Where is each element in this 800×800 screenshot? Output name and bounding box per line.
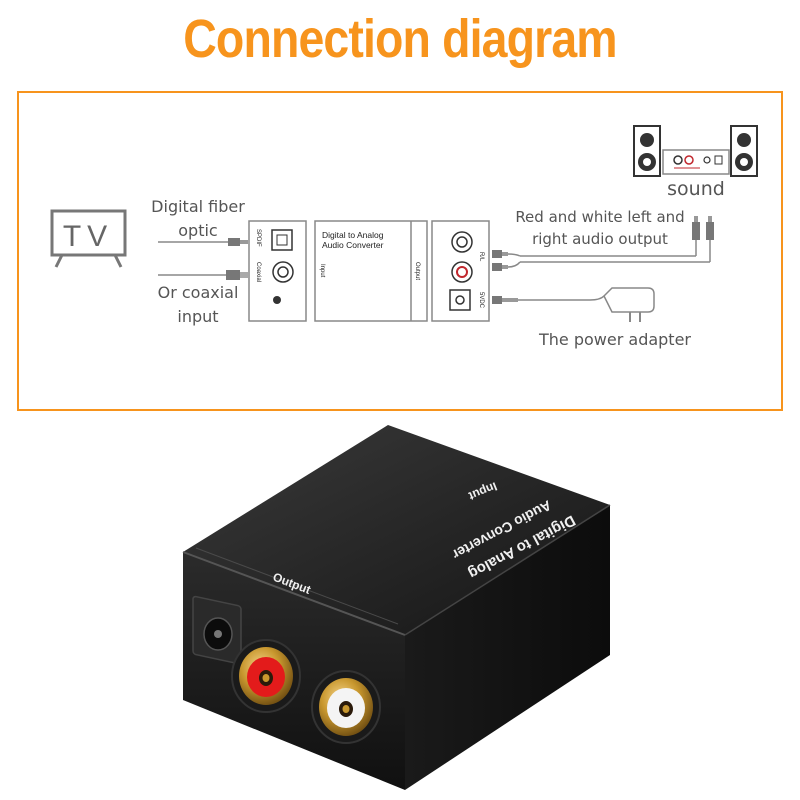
diagram-frame xyxy=(17,91,783,411)
tv-icon xyxy=(50,209,127,268)
power-adapter-icon xyxy=(603,287,655,322)
power-adapter-label: The power adapter xyxy=(539,330,691,349)
converter-box xyxy=(314,220,428,322)
box-input-label: Input xyxy=(319,264,325,278)
speaker-icon xyxy=(633,125,758,177)
power-cable xyxy=(492,295,605,304)
device-top-face xyxy=(183,425,610,635)
red-white-label-line-1: Red and white left and xyxy=(515,208,685,226)
coaxial-input-label: input xyxy=(177,307,219,326)
converter-product-image: Digital to Analog Audio Converter Input … xyxy=(182,425,611,790)
output-panel xyxy=(431,220,490,322)
device-side-face xyxy=(405,505,610,790)
spdif-label: SPDIF xyxy=(255,229,261,247)
box-title-line-1: Digital to Analog xyxy=(322,230,384,240)
rca-cable xyxy=(492,216,714,271)
box-output-label: Output xyxy=(414,262,420,280)
tv-label: TV xyxy=(63,220,113,253)
optic-cable xyxy=(158,238,248,246)
amplifier-icon xyxy=(662,149,730,175)
digital-fiber-label: Digital fiber xyxy=(151,197,245,216)
box-title-line-2: Audio Converter xyxy=(322,240,384,250)
dc5v-label: 5VDC xyxy=(478,292,484,309)
or-coaxial-label: Or coaxial xyxy=(157,283,239,302)
input-panel xyxy=(248,220,307,322)
rl-label: R/L xyxy=(478,252,484,262)
sound-label: sound xyxy=(667,178,725,200)
page-title: Connection diagram xyxy=(183,9,617,69)
optic-label: optic xyxy=(178,221,218,240)
red-rca-jack xyxy=(231,639,301,713)
coaxial-cable xyxy=(158,270,248,280)
red-white-label-line-2: right audio output xyxy=(532,230,668,248)
coaxial-label: Coaxial xyxy=(255,262,261,282)
white-rca-jack xyxy=(311,670,381,744)
dc-power-jack xyxy=(192,595,242,665)
connection-diagram: TV SPDIF Coaxial Digital to Analog Audio… xyxy=(50,125,758,322)
